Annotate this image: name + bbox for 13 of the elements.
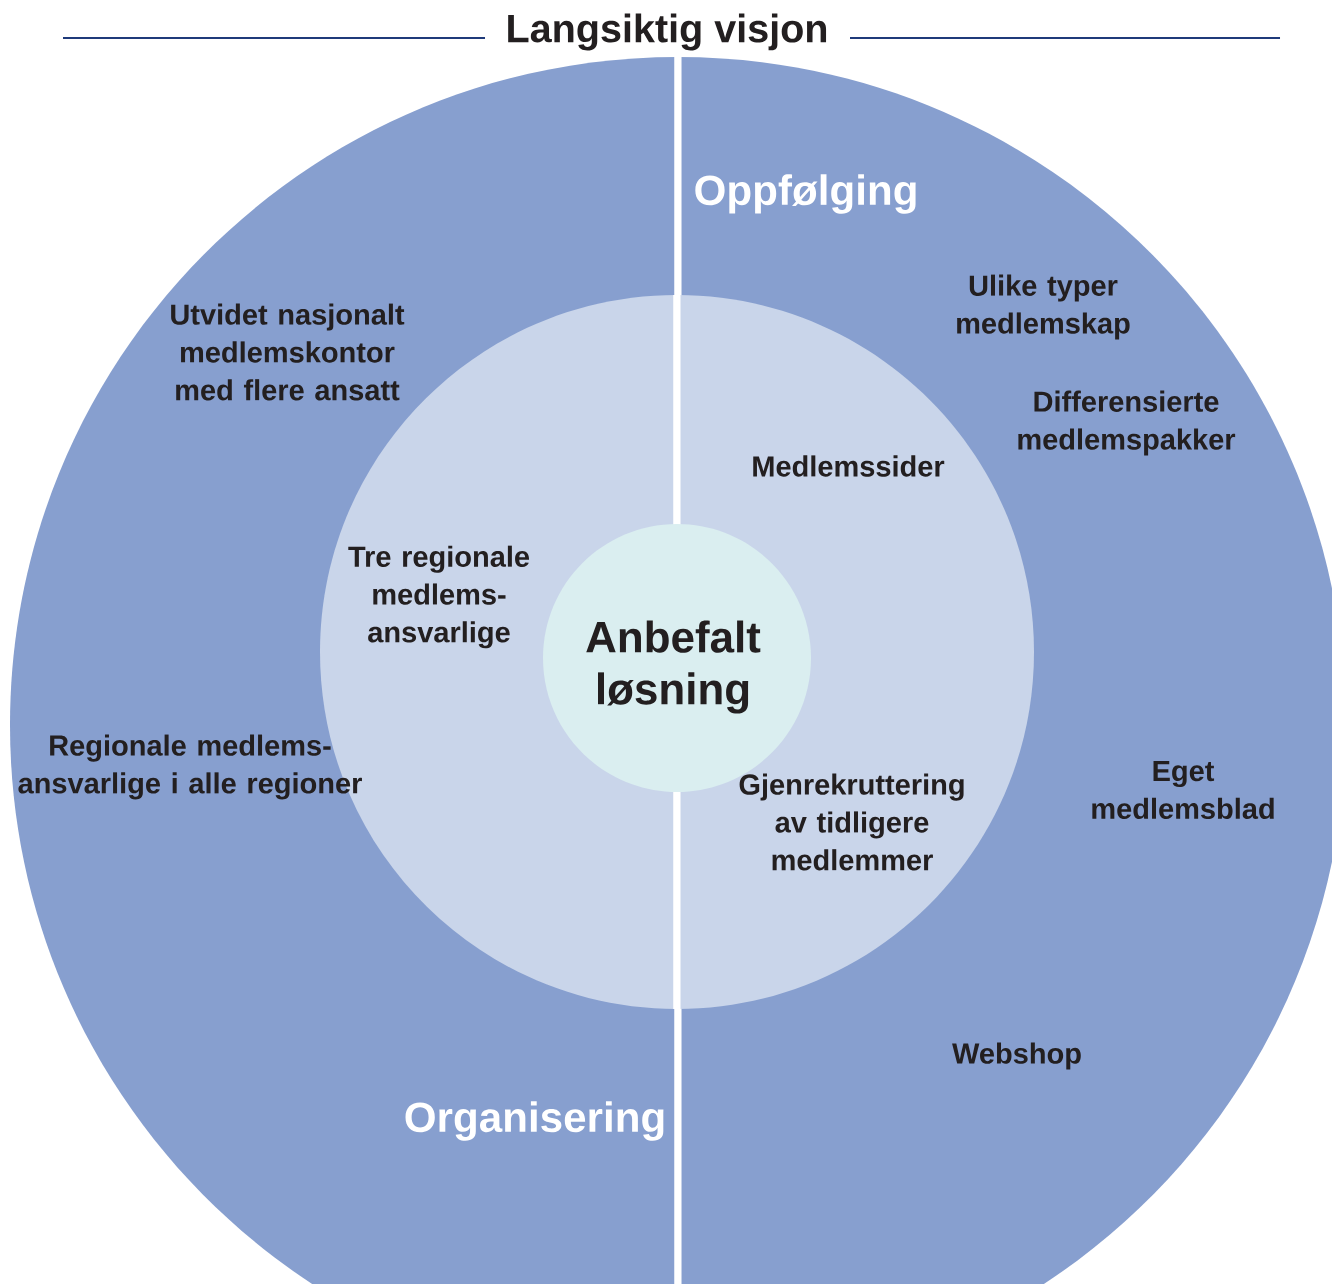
item-text: Ulike typer medlemskap bbox=[957, 274, 1130, 340]
section-heading: Oppfølging bbox=[695, 174, 916, 214]
item-text: Eget medlemsblad bbox=[1092, 761, 1274, 819]
center-label: Anbefalt løsning bbox=[586, 620, 761, 714]
item-text: Gjenrekruttering av tidligere medlemmer bbox=[739, 773, 964, 871]
item-text: Webshop bbox=[952, 1042, 1081, 1070]
item-text: Medlemssider bbox=[753, 455, 945, 477]
item-text: Utvidet nasjonalt medlemskontor med flere ansatt bbox=[171, 303, 405, 401]
item-text: Regionale medlems-ansvarlige i alle regioner bbox=[18, 734, 362, 800]
title: Langsiktig visjon bbox=[508, 13, 827, 51]
item-text: Differensierte medlemspakker bbox=[1018, 390, 1236, 456]
item-text: Tre regionale medlems-ansvarlige bbox=[348, 545, 530, 649]
section-heading: Organisering bbox=[405, 1101, 664, 1141]
